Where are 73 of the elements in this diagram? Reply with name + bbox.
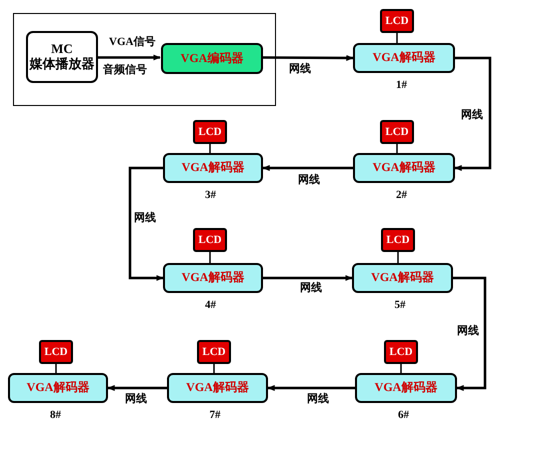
node-label: VGA解码器	[372, 161, 436, 175]
cable-arrow	[454, 56, 492, 171]
node-label: VGA解码器	[371, 271, 434, 285]
cable-arrow	[262, 54, 354, 61]
encoder-box	[161, 43, 263, 74]
edge-label: 网线	[461, 109, 483, 122]
cable-arrow	[262, 165, 353, 171]
unit-number: 6#	[398, 409, 409, 422]
lcd-display-box	[39, 340, 73, 364]
node-label: LCD	[385, 14, 409, 28]
node-label: VGA解码器	[374, 381, 438, 395]
node-label: VGA解码器	[26, 381, 90, 395]
lcd-display-box	[193, 120, 227, 144]
lcd-display-box	[380, 9, 414, 33]
connector-line	[209, 144, 211, 153]
media-player-box	[26, 31, 98, 83]
node-label: LCD	[385, 126, 409, 138]
edge-label: 网线	[134, 212, 156, 224]
node-label: VGA解码器	[372, 51, 436, 65]
connector-line	[55, 364, 57, 373]
edge-label: 网线	[300, 282, 322, 294]
connector-line	[396, 33, 398, 43]
node-label: 媒体播放器	[30, 57, 94, 72]
lcd-display-box	[380, 120, 414, 144]
edge-label: 网线	[125, 393, 147, 406]
cable-arrow	[263, 275, 353, 281]
unit-number: 5#	[394, 299, 406, 312]
connector-line	[400, 364, 402, 373]
node-label: MC	[51, 42, 73, 57]
unit-number: 4#	[205, 299, 216, 312]
lcd-display-box	[381, 228, 415, 252]
cable-arrow	[453, 276, 486, 391]
node-label: VGA解码器	[182, 161, 244, 175]
decoder-box	[163, 263, 263, 293]
lcd-display-box	[193, 228, 227, 252]
lcd-display-box	[197, 340, 231, 364]
lcd-display-box	[384, 340, 418, 364]
node-label: VGA编码器	[180, 52, 244, 66]
signal-label: 音频信号	[103, 64, 147, 76]
edge-label: VGA信号	[109, 36, 156, 48]
cable-arrow	[107, 385, 167, 391]
connector-line	[396, 144, 398, 153]
connector-line	[397, 252, 399, 263]
decoder-box	[352, 263, 453, 293]
connector-line	[213, 364, 215, 373]
edge-label: 网线	[289, 63, 311, 76]
connector-line	[209, 252, 211, 263]
node-label: LCD	[198, 234, 222, 246]
cable-arrow	[97, 54, 161, 60]
unit-number: 2#	[396, 189, 407, 202]
node-label: LCD	[198, 126, 222, 138]
decoder-box	[167, 373, 268, 403]
decoder-box	[353, 43, 455, 73]
edge-label: 网线	[307, 393, 329, 406]
decoder-box	[353, 153, 455, 183]
edge-label: 网线	[298, 174, 320, 186]
edge-label: 网线	[457, 325, 479, 338]
node-label: LCD	[202, 346, 226, 358]
unit-number: 7#	[210, 409, 220, 422]
decoder-box	[8, 373, 108, 403]
decoder-box	[355, 373, 457, 403]
node-label: LCD	[44, 346, 68, 358]
cable-arrow	[128, 166, 164, 281]
node-label: VGA解码器	[186, 381, 249, 395]
cable-arrow	[267, 385, 355, 391]
node-label: LCD	[389, 346, 413, 358]
unit-number: 1#	[396, 79, 407, 92]
system-frame	[13, 13, 276, 106]
unit-number: 8#	[50, 409, 61, 422]
decoder-box	[163, 153, 263, 183]
node-label: VGA解码器	[182, 271, 244, 285]
node-label: LCD	[386, 234, 410, 246]
unit-number: 3#	[205, 189, 216, 202]
